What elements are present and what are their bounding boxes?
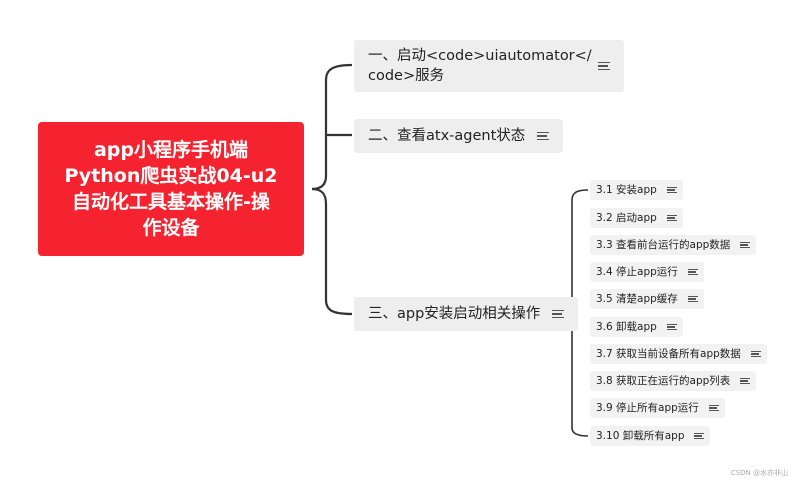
root-bracket-low — [311, 187, 353, 316]
leaf-node-label: 3.4 停止app运行 — [596, 266, 678, 278]
root-bracket — [311, 63, 353, 191]
note-lines-icon[interactable] — [552, 308, 565, 321]
branch-node-2[interactable]: 二、查看atx-agent状态 — [354, 119, 564, 153]
leaf-node-3-5[interactable]: 3.5 清楚app缓存 — [590, 289, 704, 309]
note-lines-icon[interactable] — [694, 431, 705, 441]
root-topic-line-3: 自动化工具基本操作-操 — [72, 191, 270, 213]
note-lines-icon[interactable] — [666, 322, 677, 332]
root-topic-line-4: 作设备 — [142, 217, 200, 239]
note-lines-icon[interactable] — [687, 267, 698, 277]
leaf-node-3-2[interactable]: 3.2 启动app — [590, 208, 683, 228]
leaf-node-3-3[interactable]: 3.3 查看前台运行的app数据 — [590, 235, 757, 255]
branch-node-1[interactable]: 一、启动<code>uiautomator</ code>服务 — [354, 40, 624, 92]
note-lines-icon[interactable] — [666, 185, 677, 195]
leaf-node-3-4[interactable]: 3.4 停止app运行 — [590, 262, 704, 282]
root-topic-line-1: app小程序手机端 — [93, 139, 249, 161]
watermark: CSDN @水亦非山 — [730, 469, 788, 477]
branch3-bracket-bottom — [561, 313, 589, 437]
leaf-node-3-6[interactable]: 3.6 卸载app — [590, 317, 683, 337]
branch-node-3-label: 三、app安装启动相关操作 — [368, 306, 541, 322]
branch-node-2-label: 二、查看atx-agent状态 — [368, 128, 526, 144]
leaf-node-label: 3.3 查看前台运行的app数据 — [596, 239, 731, 251]
leaf-node-3-8[interactable]: 3.8 获取正在运行的app列表 — [590, 371, 757, 391]
leaf-node-label: 3.5 清楚app缓存 — [596, 293, 678, 305]
note-lines-icon[interactable] — [537, 130, 550, 143]
note-lines-icon[interactable] — [750, 349, 761, 359]
leaf-node-label: 3.1 安装app — [596, 184, 657, 196]
leaf-node-label: 3.10 卸载所有app — [596, 430, 685, 442]
note-lines-icon[interactable] — [666, 213, 677, 223]
note-lines-icon[interactable] — [708, 403, 719, 413]
leaf-node-3-9[interactable]: 3.9 停止所有app运行 — [590, 398, 725, 418]
root-topic-line-2: Python爬虫实战04-u2 — [64, 165, 278, 187]
branch-node-3[interactable]: 三、app安装启动相关操作 — [354, 297, 579, 331]
leaf-node-label: 3.7 获取当前设备所有app数据 — [596, 348, 741, 360]
leaf-node-label: 3.2 启动app — [596, 212, 657, 224]
note-lines-icon[interactable] — [740, 376, 751, 386]
note-lines-icon[interactable] — [598, 60, 610, 73]
note-lines-icon[interactable] — [740, 240, 751, 250]
leaf-node-label: 3.6 卸载app — [596, 321, 657, 333]
note-lines-icon[interactable] — [687, 294, 698, 304]
leaf-node-3-7[interactable]: 3.7 获取当前设备所有app数据 — [590, 344, 767, 364]
leaf-node-3-1[interactable]: 3.1 安装app — [590, 180, 683, 200]
leaf-node-label: 3.8 获取正在运行的app列表 — [596, 375, 731, 387]
branch3-bracket-top — [561, 189, 589, 315]
leaf-node-3-10[interactable]: 3.10 卸载所有app — [590, 426, 711, 446]
root-topic-node[interactable]: app小程序手机端 Python爬虫实战04-u2 自动化工具基本操作-操 作设… — [38, 122, 304, 256]
branch-node-1-label: 一、启动<code>uiautomator</ code>服务 — [368, 48, 592, 84]
leaf-node-label: 3.9 停止所有app运行 — [596, 402, 699, 414]
